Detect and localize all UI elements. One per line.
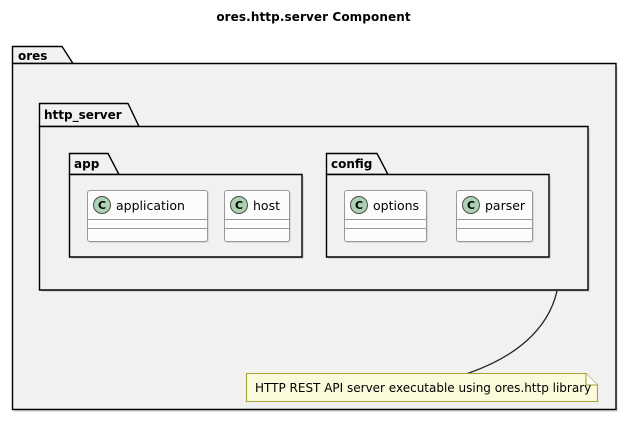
class-attributes-compartment (345, 220, 426, 229)
class-options-header: C options (345, 191, 426, 220)
class-options-name: options (373, 197, 420, 213)
class-attributes-compartment (457, 220, 532, 229)
class-host-name: host (253, 197, 280, 213)
class-parser[interactable]: C parser (456, 190, 533, 242)
class-host-header: C host (225, 191, 289, 220)
class-stereotype-icon: C (462, 196, 480, 214)
package-config-label: config (331, 157, 373, 171)
class-parser-name: parser (485, 197, 526, 213)
package-app-label: app (74, 157, 100, 171)
class-application-name: application (116, 197, 185, 213)
package-http-server-label: http_server (44, 108, 122, 122)
class-attributes-compartment (225, 220, 289, 229)
class-host[interactable]: C host (224, 190, 290, 242)
note-http-server[interactable]: HTTP REST API server executable using or… (245, 372, 599, 403)
class-options[interactable]: C options (344, 190, 427, 242)
class-operations-compartment (88, 229, 207, 238)
note-shape (245, 372, 599, 403)
package-app[interactable]: app C application C host (68, 152, 304, 259)
class-application[interactable]: C application (87, 190, 208, 242)
class-attributes-compartment (88, 220, 207, 229)
package-ores-label: ores (18, 49, 48, 63)
class-operations-compartment (225, 229, 289, 238)
class-operations-compartment (457, 229, 532, 238)
class-stereotype-icon: C (230, 196, 248, 214)
class-application-header: C application (88, 191, 207, 220)
class-operations-compartment (345, 229, 426, 238)
class-stereotype-icon: C (93, 196, 111, 214)
class-stereotype-icon: C (350, 196, 368, 214)
page-title: ores.http.server Component (216, 10, 411, 24)
package-config[interactable]: config C options C parser (325, 152, 551, 259)
note-text: HTTP REST API server executable using or… (255, 381, 592, 395)
class-parser-header: C parser (457, 191, 532, 220)
